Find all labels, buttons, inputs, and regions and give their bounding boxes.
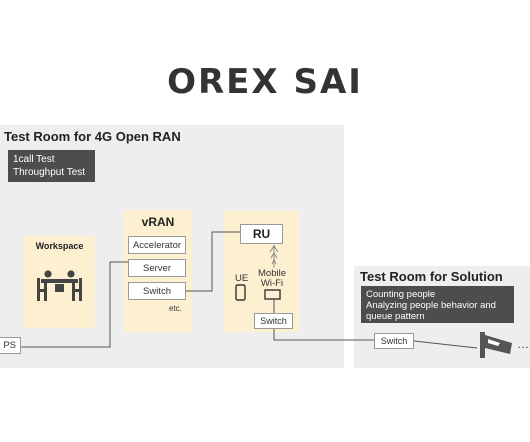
test-list-box: 1call Test Throughput Test [8,150,95,182]
workspace-box: Workspace [24,236,95,328]
ue-label: UE [235,273,249,284]
solution-note-1: Counting people [366,289,436,300]
solution-switch-to-camera-line [413,340,478,349]
solution-note-3: queue pattern [366,311,425,322]
vran-title: vRAN [141,215,175,229]
mobile-wifi-label: Mobile Wi-Fi [258,269,286,289]
vran-switch-box: Switch [128,282,186,300]
server-box: Server [128,259,186,277]
solution-switch-box: Switch [374,333,414,349]
more-ellipsis: … [517,337,529,351]
ru-switch-to-solution-line [273,329,374,341]
switch-to-ru-line [186,231,240,292]
ps-box: PS [0,337,21,354]
mobile-wifi-line1: Mobile [258,268,286,279]
workspace-label: Workspace [35,241,84,251]
mobile-wifi-icon [264,289,281,313]
ru-box: RU [240,224,283,244]
camera-icon [480,332,512,358]
orex-sai-logo: OREX SAI [167,62,363,102]
solution-test-room-title: Test Room for Solution [360,269,503,284]
test-item-1call: 1call Test [13,154,55,165]
accelerator-box: Accelerator [128,236,186,254]
mobile-wifi-line2: Wi-Fi [260,278,284,289]
ran-test-room-title: Test Room for 4G Open RAN [4,129,181,144]
test-item-throughput: Throughput Test [13,167,86,178]
ru-switch-box: Switch [254,313,293,329]
ps-to-server-line [21,261,128,348]
solution-note-2: Analyzing people behavior and [366,300,496,311]
solution-notes-box: Counting people Analyzing people behavio… [361,286,514,323]
vran-etc-label: etc. [169,304,182,313]
ps-label: PS [3,340,16,351]
ue-phone-icon [235,284,246,301]
antenna-icon [269,245,279,268]
workspace-desk-icon [37,270,82,301]
